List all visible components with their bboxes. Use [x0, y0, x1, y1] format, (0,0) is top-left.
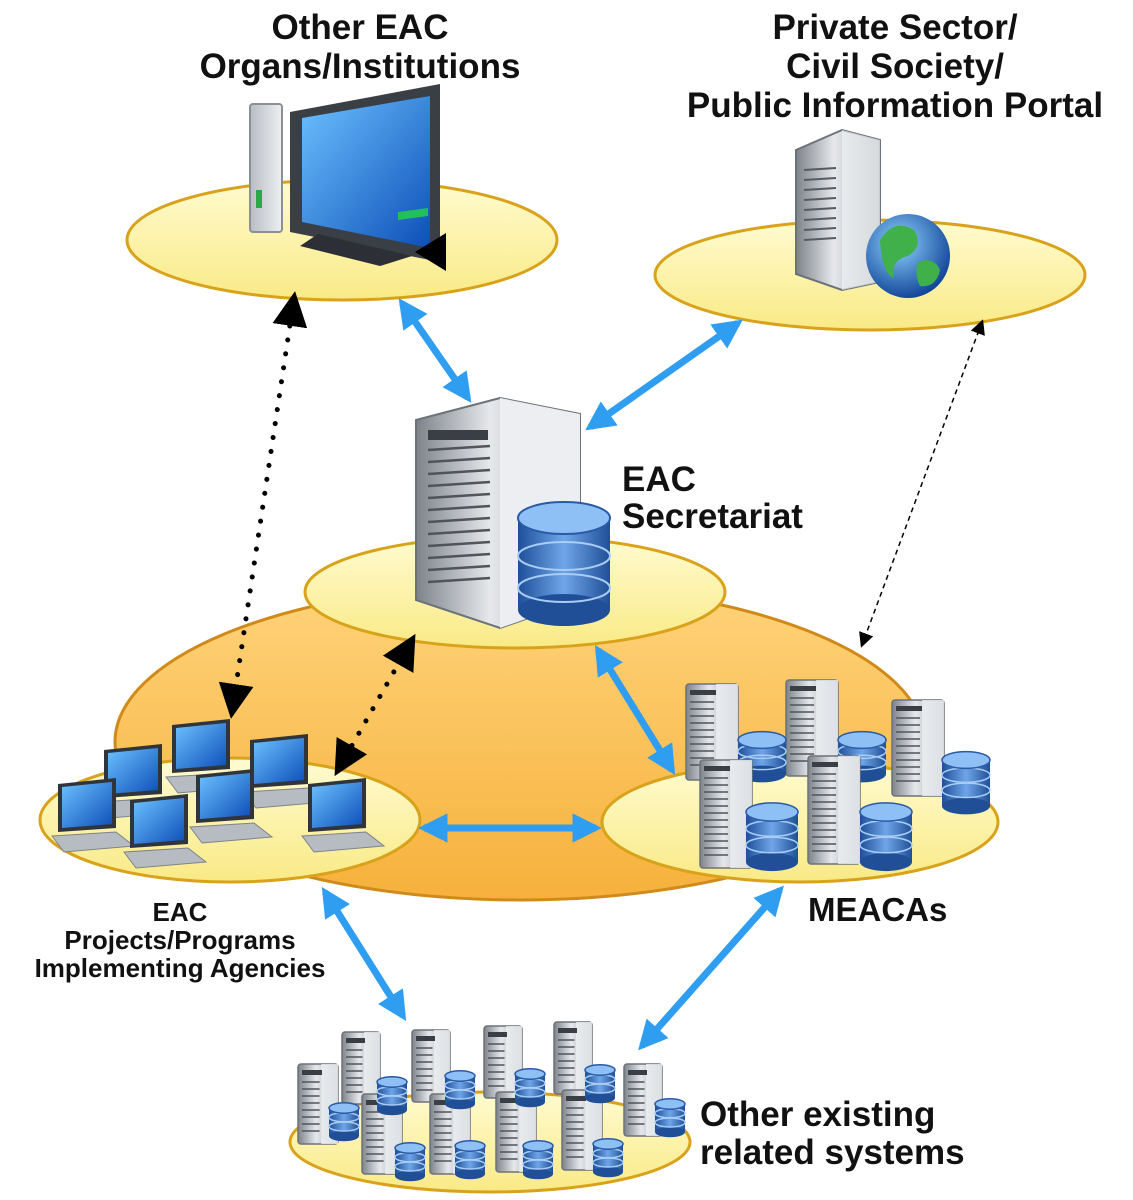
laptop-icon — [189, 769, 274, 844]
laptop-cluster-icon — [51, 719, 386, 869]
private-sector-label-line: Civil Society/ — [786, 47, 1004, 87]
dotted-arrow-projects-secretariat — [334, 633, 416, 777]
organs-label: Other EAC Organs/Institutions — [150, 8, 570, 86]
meacas-label-line: MEACAs — [808, 891, 948, 928]
database-icon — [514, 1068, 546, 1108]
secretariat-label-line: Secretariat — [622, 496, 803, 536]
database-icon — [328, 1102, 360, 1142]
server-icon — [891, 699, 945, 797]
projects-label-line: Projects/Programs — [64, 925, 296, 956]
private-sector-label-line: Public Information Portal — [686, 86, 1104, 126]
database-icon — [859, 802, 913, 872]
database-icon — [394, 1142, 426, 1182]
private-sector-label: Private Sector/ Civil Society/ Public In… — [660, 8, 1130, 126]
projects-label: EAC Projects/Programs Implementing Agenc… — [0, 898, 360, 982]
secretariat-label-line: EAC — [622, 460, 696, 499]
meacas-label: MEACAs — [808, 891, 1008, 929]
private-sector-label-line: Private Sector/ — [772, 8, 1018, 47]
database-icon — [745, 802, 799, 872]
desktop-computer-icon — [249, 84, 446, 271]
dashed-arrow-private-meacas — [859, 319, 985, 648]
organs-label-line: Organs/Institutions — [199, 47, 521, 87]
blue-arrows — [321, 298, 784, 1051]
laptop-icon — [123, 794, 208, 869]
projects-label-line: Implementing Agencies — [34, 953, 326, 984]
server-database-cluster-icon — [297, 1021, 686, 1182]
server-icon — [561, 1089, 603, 1171]
other-systems-label-line: Other existing — [700, 1095, 936, 1134]
black-arrows — [218, 291, 985, 777]
database-icon — [454, 1140, 486, 1180]
organs-label-line: Other EAC — [271, 8, 449, 47]
secretariat-label: EAC Secretariat — [622, 460, 862, 536]
server-database-cluster-icon — [685, 679, 991, 872]
database-icon — [522, 1140, 554, 1180]
server-icon — [807, 755, 861, 865]
server-icon — [411, 1029, 451, 1103]
server-icon — [341, 1031, 381, 1105]
arrow-organs-secretariat — [398, 298, 472, 403]
web-server-globe-icon — [795, 128, 950, 298]
database-icon — [584, 1064, 616, 1104]
database-icon — [376, 1076, 408, 1116]
arrow-secretariat-meacas — [594, 644, 676, 776]
laptop-icon — [243, 734, 328, 809]
database-icon — [941, 750, 991, 815]
laptop-icon — [301, 778, 386, 853]
server-icon — [685, 683, 739, 781]
server-database-icon — [415, 396, 611, 630]
dotted-arrow-organs-projects — [218, 291, 308, 719]
arrow-private-secretariat — [585, 319, 743, 431]
other-systems-label-line: related systems — [700, 1132, 965, 1172]
projects-label-line: EAC — [152, 897, 208, 927]
arrow-projects-other-systems — [321, 887, 407, 1021]
other-systems-label: Other existing related systems — [700, 1096, 1120, 1172]
database-icon — [592, 1138, 624, 1178]
database-icon — [444, 1070, 476, 1110]
database-icon — [654, 1098, 686, 1138]
laptop-icon — [51, 778, 136, 853]
server-icon — [699, 759, 753, 869]
arrow-meacas-other-systems — [638, 885, 784, 1051]
